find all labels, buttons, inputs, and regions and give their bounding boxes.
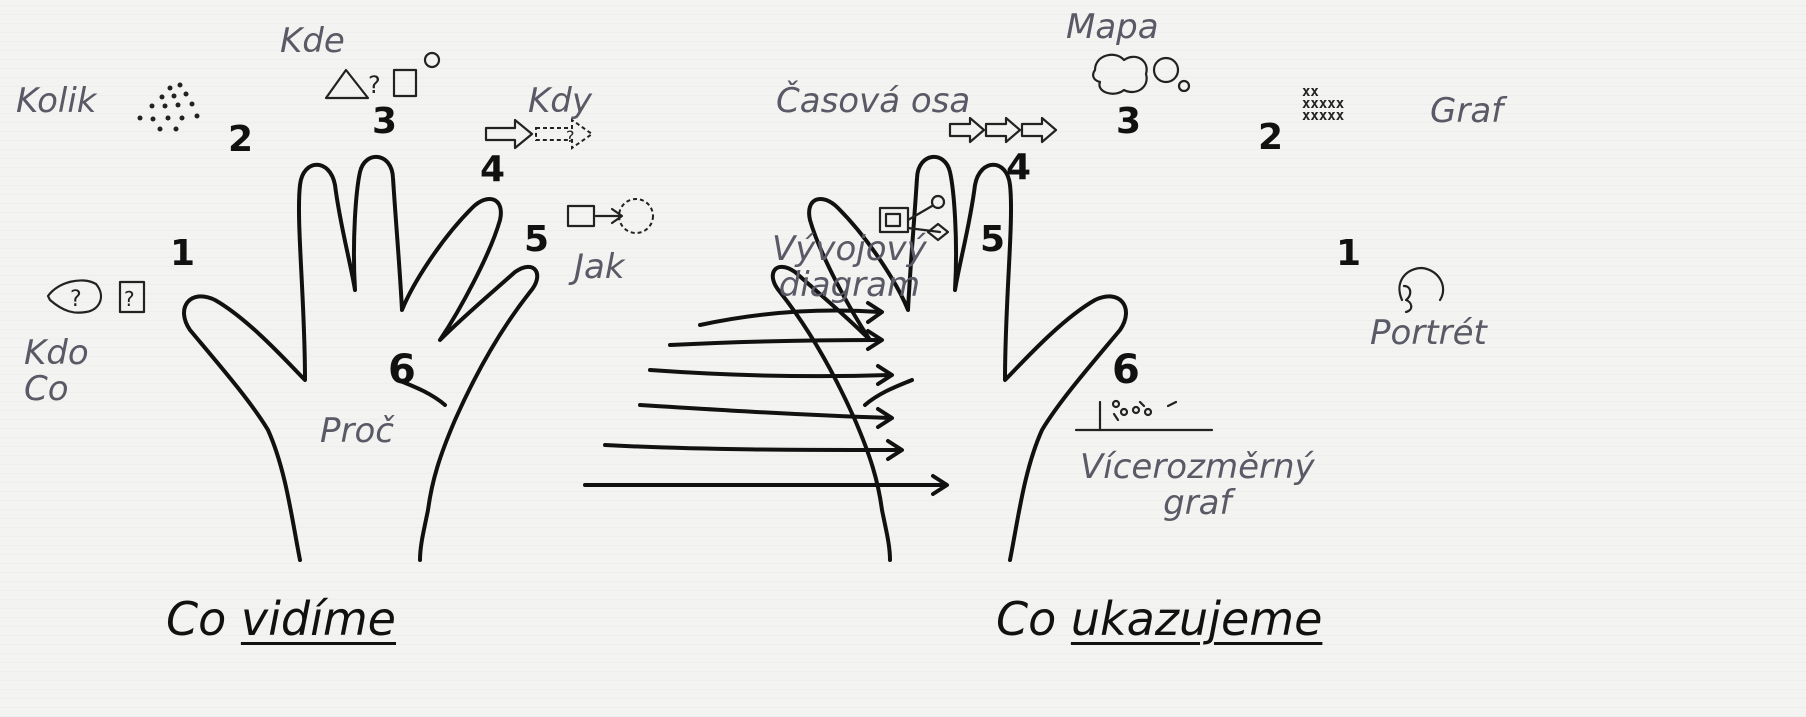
label-mapa: Mapa xyxy=(1066,10,1159,44)
label-proc: Proč xyxy=(320,414,394,448)
right-title-prefix: Co xyxy=(996,592,1056,646)
finger-number-2: 2 xyxy=(228,122,253,158)
left-title-underlined: vidíme xyxy=(241,592,396,646)
process-icon xyxy=(568,199,653,233)
label-kolik: Kolik xyxy=(16,84,96,118)
finger-number-3: 3 xyxy=(372,104,397,140)
left-title: Co vidíme xyxy=(166,596,396,642)
finger-number-6: 6 xyxy=(1112,350,1140,390)
finger-number-4: 4 xyxy=(480,152,505,188)
portrait-icon xyxy=(1399,268,1443,312)
left-hand xyxy=(184,157,537,560)
finger-number-4: 4 xyxy=(1006,150,1031,186)
label-graf: Graf xyxy=(1430,94,1503,128)
timeline-icon xyxy=(950,118,1056,142)
finger-number-5: 5 xyxy=(524,222,549,258)
finger-number-6: 6 xyxy=(388,350,416,390)
map-icon xyxy=(1093,55,1189,94)
finger-number-1: 1 xyxy=(1336,236,1361,272)
left-title-prefix: Co xyxy=(166,592,226,646)
label-vyvojovy-diagram: Vývojový diagram xyxy=(772,232,927,303)
label-jak: Jak xyxy=(574,250,625,284)
transition-arrows xyxy=(585,303,947,494)
label-kde: Kde xyxy=(280,24,345,58)
svg-text:?: ? xyxy=(368,71,381,99)
svg-text:?: ? xyxy=(566,127,575,146)
arrow xyxy=(640,405,892,427)
svg-text:xxxxx: xxxxx xyxy=(1302,108,1345,124)
finger-number-5: 5 xyxy=(980,222,1005,258)
label-portret: Portrét xyxy=(1370,316,1487,350)
finger-number-1: 1 xyxy=(170,236,195,272)
finger-number-3: 3 xyxy=(1116,104,1141,140)
label-kdy: Kdy xyxy=(528,84,592,118)
multivariable-chart-icon xyxy=(1076,401,1212,430)
right-hand xyxy=(773,157,1126,560)
svg-text:?: ? xyxy=(70,287,82,312)
chart-icon: xx xxxxx xxxxx xyxy=(1302,84,1345,124)
label-casova-osa: Časová osa xyxy=(776,84,970,118)
arrow xyxy=(670,331,882,349)
finger-number-2: 2 xyxy=(1258,120,1283,156)
label-kdo-co: Kdo Co xyxy=(24,336,89,407)
dots-icon xyxy=(138,83,200,132)
right-title-underlined: ukazujeme xyxy=(1071,592,1322,646)
arrow xyxy=(585,476,947,494)
question-person-icon: ? ? xyxy=(48,280,144,312)
arrow xyxy=(650,366,892,384)
label-vicerozmerny-graf: Vícerozměrný graf xyxy=(1080,450,1315,521)
right-title: Co ukazujeme xyxy=(996,596,1322,642)
svg-text:?: ? xyxy=(124,287,135,311)
arrows-icon: ? xyxy=(486,120,592,148)
arrow xyxy=(605,441,902,459)
